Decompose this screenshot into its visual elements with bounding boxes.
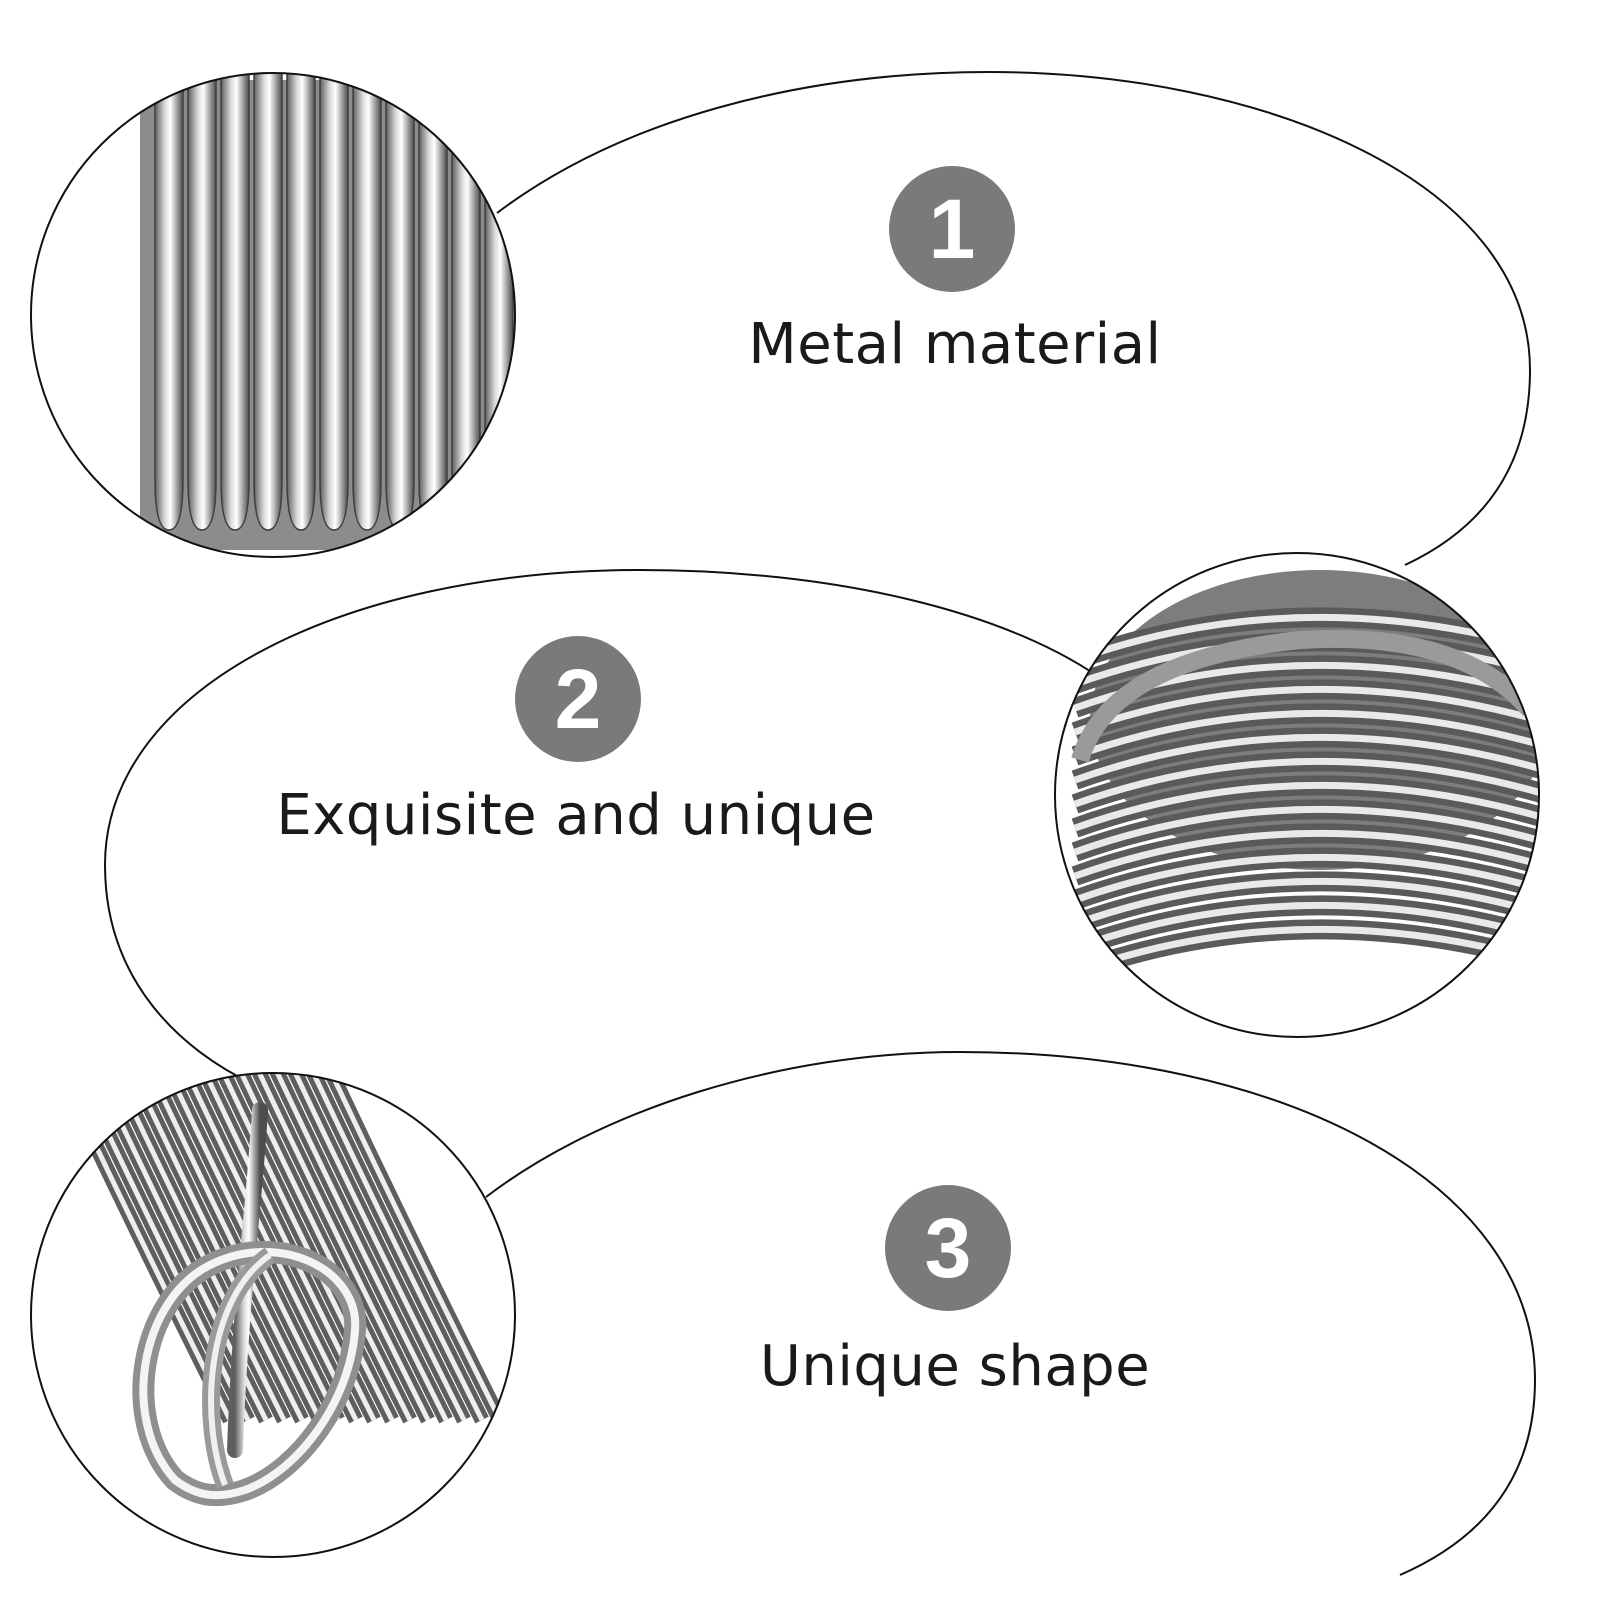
feature-number-3: 3 (924, 1201, 972, 1295)
ellipse-outline-3 (485, 1050, 1537, 1576)
ellipse-outline-2 (103, 568, 1111, 1086)
feature-label-2: Exquisite and unique (276, 783, 876, 848)
feature-number-badge-1: 1 (889, 166, 1015, 292)
feature-label-1: Metal material (748, 312, 1162, 377)
feature-number-1: 1 (928, 182, 976, 276)
feature-number-badge-3: 3 (885, 1185, 1011, 1311)
coil-photo-1 (30, 72, 516, 558)
coil-photo-2 (1054, 552, 1540, 1038)
coil-photo-3 (30, 1072, 516, 1558)
feature-number-2: 2 (554, 652, 602, 746)
feature-label-3: Unique shape (759, 1334, 1151, 1399)
ellipse-outline-1 (496, 70, 1532, 566)
feature-number-badge-2: 2 (515, 636, 641, 762)
outline-ellipses (103, 70, 1537, 1576)
